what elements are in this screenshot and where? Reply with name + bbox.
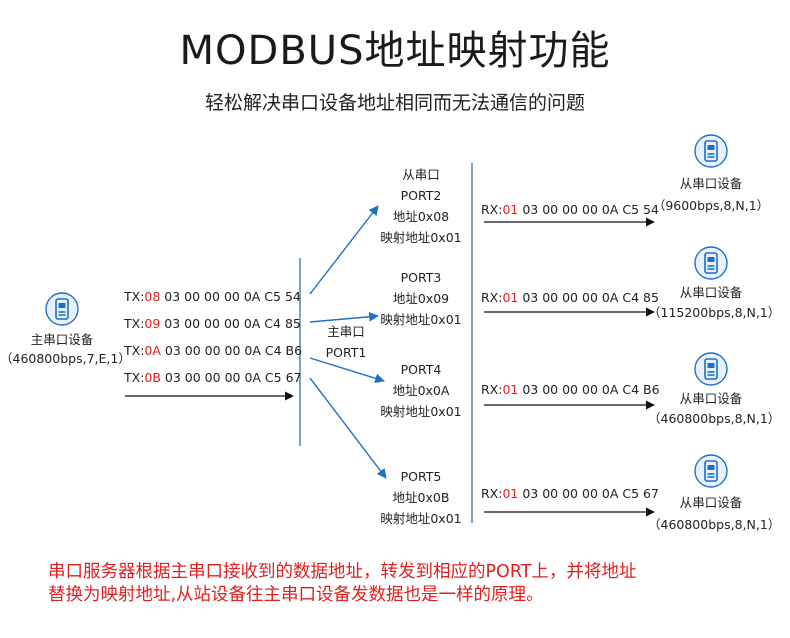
tx-line: TX:09 03 00 00 00 0A C4 85: [124, 316, 301, 331]
rx-line: RX:01 03 00 00 00 0A C4 B6: [481, 382, 660, 397]
serial-port-icon: [45, 292, 79, 326]
port-name: PORT3: [400, 270, 442, 285]
slave-device-label: 从串口设备: [679, 176, 743, 191]
slave-device-label: 从串口设备: [679, 285, 743, 300]
port-name: PORT4: [400, 362, 442, 377]
serial-port-icon: [694, 134, 728, 168]
hub-to-port4-arrow: [309, 357, 385, 384]
port-block: PORT3 地址0x09 映射地址0x01: [376, 267, 466, 330]
rx-line: RX:01 03 00 00 00 0A C5 67: [481, 486, 659, 501]
hub-to-port5-arrow: [309, 377, 387, 479]
port-address: 地址0x0A: [392, 383, 450, 398]
port-block: PORT5 地址0x0B 映射地址0x01: [376, 466, 466, 529]
hub-label: 主串口: [327, 324, 365, 339]
hub-port-label: PORT1: [325, 345, 367, 360]
footer-note: 串口服务器根据主串口接收到的数据地址，转发到相应的PORT上，并将地址 替换为映…: [48, 561, 768, 607]
page-title: MODBUS地址映射功能: [179, 28, 611, 74]
slave-device-params: （460800bps,8,N,1）: [648, 411, 781, 426]
serial-port-icon: [694, 352, 728, 386]
slave-device-label: 从串口设备: [679, 391, 743, 406]
port-slave-label: 从串口: [402, 167, 440, 182]
slave-device-params: （460800bps,8,N,1）: [648, 517, 781, 532]
rx-line: RX:01 03 00 00 00 0A C4 85: [481, 290, 659, 305]
port-mapped-address: 映射地址0x01: [380, 312, 462, 327]
page-subtitle: 轻松解决串口设备地址相同而无法通信的问题: [204, 92, 585, 114]
port-address: 地址0x0B: [392, 490, 450, 505]
master-device-params: （460800bps,7,E,1）: [0, 351, 131, 366]
port-mapped-address: 映射地址0x01: [380, 511, 462, 526]
port-name: PORT2: [400, 188, 442, 203]
port-mapped-address: 映射地址0x01: [380, 404, 462, 419]
port-address: 地址0x09: [392, 291, 450, 306]
serial-port-icon: [694, 246, 728, 280]
port-mapped-address: 映射地址0x01: [380, 230, 462, 245]
rx-line: RX:01 03 00 00 00 0A C5 54: [481, 202, 659, 217]
port-address: 地址0x08: [392, 209, 450, 224]
serial-port-icon: [694, 454, 728, 488]
slave-device-params: （9600bps,8,N,1）: [652, 198, 770, 213]
slave-device-params: （115200bps,8,N,1）: [648, 305, 781, 320]
master-device-label: 主串口设备: [30, 332, 94, 347]
slave-device-label: 从串口设备: [679, 495, 743, 510]
tx-line: TX:0B 03 00 00 00 0A C5 67: [124, 370, 302, 385]
footer-line: 串口服务器根据主串口接收到的数据地址，转发到相应的PORT上，并将地址: [48, 562, 637, 582]
hub-to-port2-arrow: [309, 205, 379, 295]
port-block: PORT4 地址0x0A 映射地址0x01: [376, 359, 466, 422]
port-name: PORT5: [400, 469, 442, 484]
tx-line: TX:0A 03 00 00 00 0A C4 B6: [124, 343, 303, 358]
hub-to-port3-arrow: [309, 311, 379, 323]
footer-line: 替换为映射地址,从站设备往主串口设备发数据也是一样的原理。: [48, 585, 544, 605]
tx-line: TX:08 03 00 00 00 0A C5 54: [124, 289, 301, 304]
port-block: 从串口 PORT2 地址0x08 映射地址0x01: [376, 164, 466, 248]
